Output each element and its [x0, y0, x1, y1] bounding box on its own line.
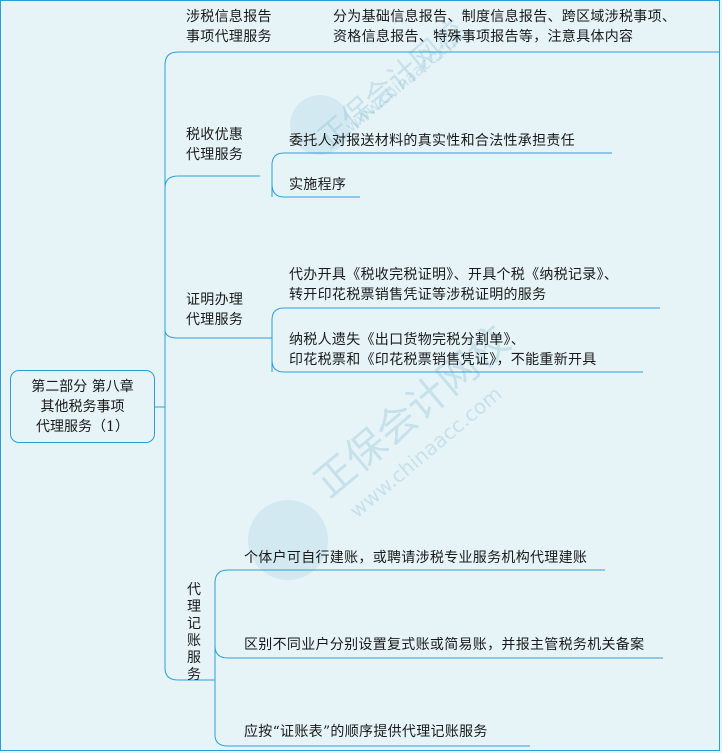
leaf-bookkeeping-order: 应按“证账表”的顺序提供代理记账服务 — [244, 724, 488, 740]
root-node: 第二部分 第八章 其他税务事项 代理服务（1） — [10, 370, 155, 443]
leaf-lost-documents: 纳税人遗失《出口货物完税分割单》、 印花税票和《印花税票销售凭证》，不能重新开具 — [289, 332, 597, 368]
watermark-logo-icon — [290, 95, 350, 155]
leaf-self-bookkeeping: 个体户可自行建账，或聘请涉税专业服务机构代理建账 — [244, 550, 588, 566]
branch-2-fork — [271, 152, 612, 198]
branch-title-bookkeeping: 代理记账服务 — [187, 582, 201, 683]
watermark-logo-icon — [248, 500, 328, 580]
leaf-certificate-services: 代办开具《税收完税证明》、开具个税《纳税记录》、 转开印花税票销售凭证等涉税证明… — [289, 267, 619, 303]
trunk-upper — [164, 51, 720, 407]
leaf-tax-info-report-detail: 分为基础信息报告、制度信息报告、跨区域涉税事项、 资格信息报告、特殊事项报告等，… — [333, 9, 677, 45]
root-title-line: 第二部分 第八章 — [31, 378, 134, 395]
leaf-client-responsibility: 委托人对报送材料的真实性和合法性承担责任 — [289, 133, 575, 149]
branch-title-tax-info-report: 涉税信息报告 事项代理服务 — [186, 9, 272, 45]
leaf-account-setup: 区别不同业户分别设置复式账或简易账，并报主管税务机关备案 — [244, 637, 645, 653]
trunk-lower — [164, 407, 215, 681]
branch-title-certificate: 证明办理 代理服务 — [186, 292, 244, 328]
branch-4-fork — [214, 569, 663, 747]
trunk-branch-3 — [164, 329, 272, 339]
trunk-branch-2 — [164, 175, 260, 189]
leaf-implementation-procedure: 实施程序 — [289, 177, 347, 193]
branch-3-fork — [271, 307, 660, 373]
root-title-line: 其他税务事项 — [40, 398, 125, 415]
root-title-line: 代理服务（1） — [36, 418, 129, 435]
branch-title-tax-incentive: 税收优惠 代理服务 — [186, 127, 244, 163]
